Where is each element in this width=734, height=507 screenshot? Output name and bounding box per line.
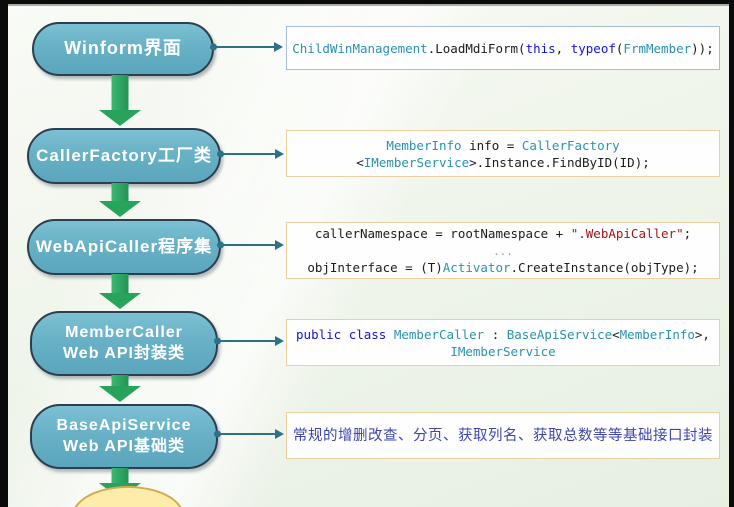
code-box-membercaller-class: public class MemberCaller : BaseApiServi… (286, 319, 720, 366)
flow-node-label: WebApiCaller程序集 (35, 236, 213, 256)
connector-arrow-icon-3 (219, 244, 281, 246)
window-frame-top-line (0, 4, 734, 6)
connector-arrow-icon-1 (212, 46, 280, 48)
flow-node-callerfactory: CallerFactory工厂类 (27, 128, 221, 184)
flow-node-baseapiservice: BaseApiService Web API基础类 (30, 404, 218, 469)
window-frame-right (729, 0, 734, 507)
window-frame-left (0, 0, 8, 507)
flow-node-label: MemberCaller (65, 323, 183, 341)
code-box-callerfactory-call: MemberInfo info = CallerFactory<IMemberS… (286, 130, 720, 177)
flow-node-label: BaseApiService (56, 416, 192, 434)
code-box-namespace-activator: callerNamespace = rootNamespace + ".WebA… (286, 222, 720, 279)
flow-node-label: CallerFactory工厂类 (36, 145, 212, 165)
terminal-node-ellipse (72, 486, 184, 507)
flow-node-label: Web API基础类 (62, 437, 185, 455)
flow-node-label: Web API封装类 (62, 344, 185, 362)
flow-node-membercaller: MemberCaller Web API封装类 (30, 311, 218, 376)
code-box-base-api-description: 常规的增删改查、分页、获取列名、获取总数等等基础接口封装 (286, 412, 720, 459)
connector-arrow-icon-4 (216, 340, 281, 342)
connector-arrow-icon-5 (216, 433, 281, 435)
flow-node-webapicaller: WebApiCaller程序集 (27, 219, 221, 275)
down-arrow-icon-4 (98, 375, 142, 402)
down-arrow-icon-1 (98, 75, 142, 126)
connector-arrow-icon-2 (219, 153, 281, 155)
flow-node-label: Winform界面 (64, 38, 182, 59)
window-frame-top (0, 0, 734, 4)
code-box-loadmdiform: ChildWinManagement.LoadMdiForm(this, typ… (286, 26, 720, 70)
down-arrow-icon-2 (98, 183, 142, 217)
flow-node-winform: Winform界面 (32, 22, 214, 76)
down-arrow-icon-3 (98, 274, 142, 309)
